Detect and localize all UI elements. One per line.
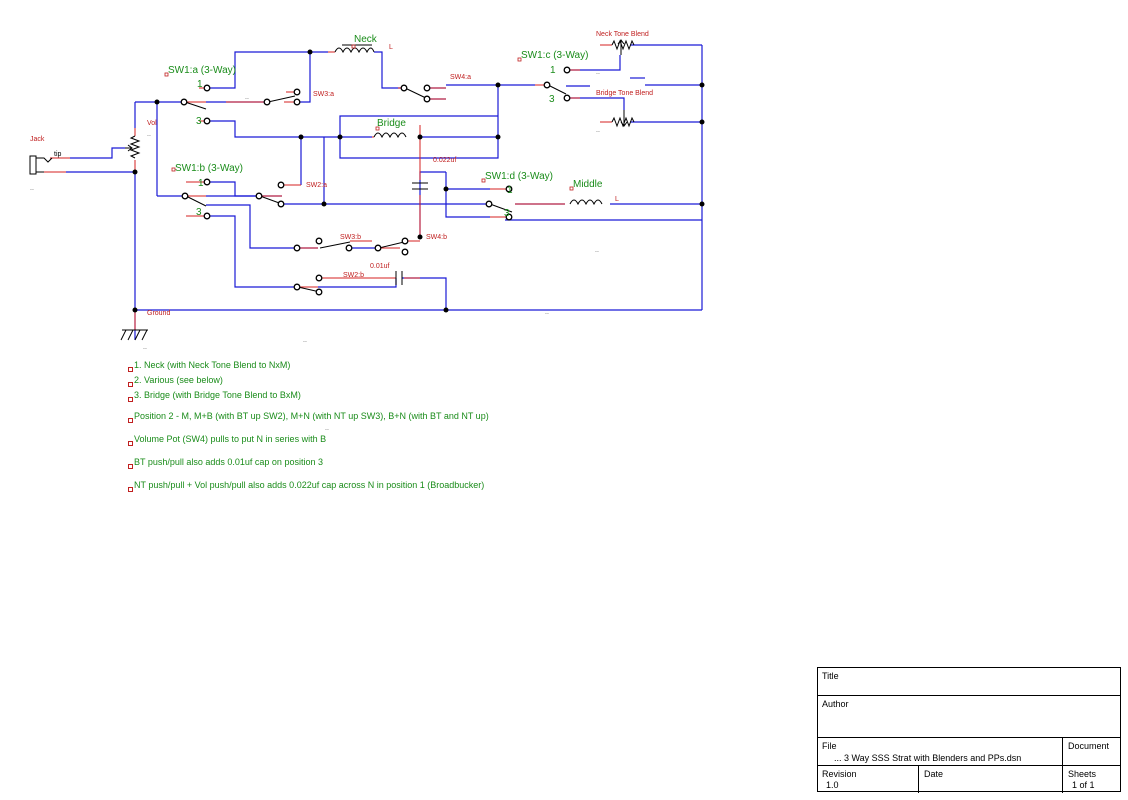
note-bullet — [128, 397, 133, 402]
jack-connector — [29, 155, 53, 175]
dots-9: .. — [147, 131, 151, 138]
sw1b-pos3: 3 — [196, 207, 202, 218]
cap-01-label: 0.01uf — [370, 263, 390, 270]
middle-coil-end-label: L — [615, 196, 619, 203]
note-1: 1. Neck (with Neck Tone Blend to NxM) — [128, 360, 290, 372]
author-label: Author — [822, 699, 849, 709]
note-bullet — [128, 487, 133, 492]
neck-tone-blend-pot — [611, 39, 635, 55]
revision-divider — [918, 766, 919, 793]
file-divider — [1062, 738, 1063, 765]
note-bullet — [128, 367, 133, 372]
ground-symbol — [120, 329, 148, 341]
note-text: Position 2 - M, M+B (with BT up SW2), M+… — [134, 411, 489, 421]
dots-7: .. — [596, 127, 600, 134]
sw4a-label: SW4:a — [450, 74, 471, 81]
volume-pot — [125, 135, 141, 159]
note-bullet — [128, 418, 133, 423]
note-5: Volume Pot (SW4) pulls to put N in serie… — [128, 434, 326, 446]
title-row: Title — [818, 668, 1120, 696]
date-label: Date — [924, 769, 944, 779]
revision-row: Revision 1.0 Date Sheets 1 of 1 — [818, 766, 1120, 793]
date-divider — [1062, 766, 1063, 793]
neck-label: Neck — [354, 34, 378, 45]
document-label: Document — [1068, 741, 1110, 751]
sw1d-pos1: 1 — [507, 185, 513, 196]
note-bullet — [128, 382, 133, 387]
note-7: NT push/pull + Vol push/pull also adds 0… — [128, 480, 484, 492]
junction-dots — [132, 49, 705, 313]
dots-5: .. — [595, 247, 599, 254]
schematic-diagram: Jack tip Vol Ground Neck L Bridge Middle… — [29, 31, 705, 432]
vol-label: Vol — [147, 120, 157, 127]
switch-pins — [180, 66, 571, 296]
sw4b-label: SW4:b — [426, 234, 447, 241]
neck-pickup-coil — [334, 44, 375, 54]
sw1b-label: SW1:b (3-Way) — [175, 163, 243, 174]
dots-10: .. — [325, 425, 329, 432]
note-text: Volume Pot (SW4) pulls to put N in serie… — [134, 434, 327, 444]
dots-8: .. — [30, 185, 34, 192]
sw1d-label: SW1:d (3-Way) — [485, 171, 553, 182]
author-row: Author — [818, 696, 1120, 738]
sw1a-label: SW1:a (3-Way) — [168, 65, 236, 76]
file-row: File ... 3 Way SSS Strat with Blenders a… — [818, 738, 1120, 766]
note-2: 2. Various (see below) — [128, 375, 223, 387]
sheets-label: Sheets — [1068, 769, 1097, 779]
neck-coil-end-label: L — [389, 44, 393, 51]
note-bullet — [128, 464, 133, 469]
dots-2: .. — [143, 344, 147, 351]
note-3: 3. Bridge (with Bridge Tone Blend to BxM… — [128, 390, 301, 402]
file-label: File — [822, 741, 837, 751]
sw1c-pos1: 1 — [550, 65, 556, 76]
revision-value: 1.0 — [826, 780, 839, 790]
capacitor-01uf — [395, 271, 403, 285]
bridge-label: Bridge — [377, 118, 406, 129]
bridge-tone-blend-label: Bridge Tone Blend — [596, 90, 653, 97]
bridge-tone-blend-pot — [611, 110, 635, 128]
note-text: NT push/pull + Vol push/pull also adds 0… — [134, 480, 485, 490]
dots-6: .. — [596, 69, 600, 76]
note-text: 2. Various (see below) — [134, 375, 223, 385]
ref-markers — [164, 44, 574, 191]
sw3b-label: SW3:b — [340, 234, 361, 241]
middle-label: Middle — [573, 179, 603, 190]
sw1a-pos1: 1 — [197, 79, 203, 90]
schematic-labels: Jack tip Vol Ground Neck L Bridge Middle… — [30, 31, 653, 432]
sw1d-pos3: 3 — [504, 208, 510, 219]
sheets-value: 1 of 1 — [1072, 780, 1095, 790]
sw3a-label: SW3:a — [313, 91, 334, 98]
dots-1: .. — [245, 94, 249, 101]
sw1b-pos1: 1 — [198, 178, 204, 189]
jack-label: Jack — [30, 136, 45, 143]
note-6: BT push/pull also adds 0.01uf cap on pos… — [128, 457, 323, 469]
note-4: Position 2 - M, M+B (with BT up SW2), M+… — [128, 411, 489, 423]
bridge-pickup-coil — [373, 132, 407, 139]
tip-label: tip — [54, 151, 62, 158]
note-bullet — [128, 441, 133, 446]
dots-4: .. — [545, 309, 549, 316]
capacitor-022uf — [412, 182, 428, 190]
neck-tone-blend-label: Neck Tone Blend — [596, 31, 649, 38]
middle-pickup-coil — [569, 199, 603, 206]
revision-label: Revision — [822, 769, 857, 779]
sw1a-pos3: 3 — [196, 116, 202, 127]
title-block: Title Author File ... 3 Way SSS Strat wi… — [817, 667, 1121, 793]
ground-label: Ground — [147, 310, 170, 317]
note-text: BT push/pull also adds 0.01uf cap on pos… — [134, 457, 323, 467]
dots-3: .. — [303, 337, 307, 344]
sw2b-label: SW2:b — [343, 272, 364, 279]
sw1c-label: SW1:c (3-Way) — [521, 50, 588, 61]
title-label: Title — [822, 671, 839, 681]
sw2a-label: SW2:a — [306, 182, 327, 189]
file-value: ... 3 Way SSS Strat with Blenders and PP… — [834, 753, 1022, 763]
cap-022-label: 0.022uf — [433, 157, 456, 164]
sw1c-pos3: 3 — [549, 94, 555, 105]
note-text: 1. Neck (with Neck Tone Blend to NxM) — [134, 360, 291, 370]
note-text: 3. Bridge (with Bridge Tone Blend to BxM… — [134, 390, 301, 400]
